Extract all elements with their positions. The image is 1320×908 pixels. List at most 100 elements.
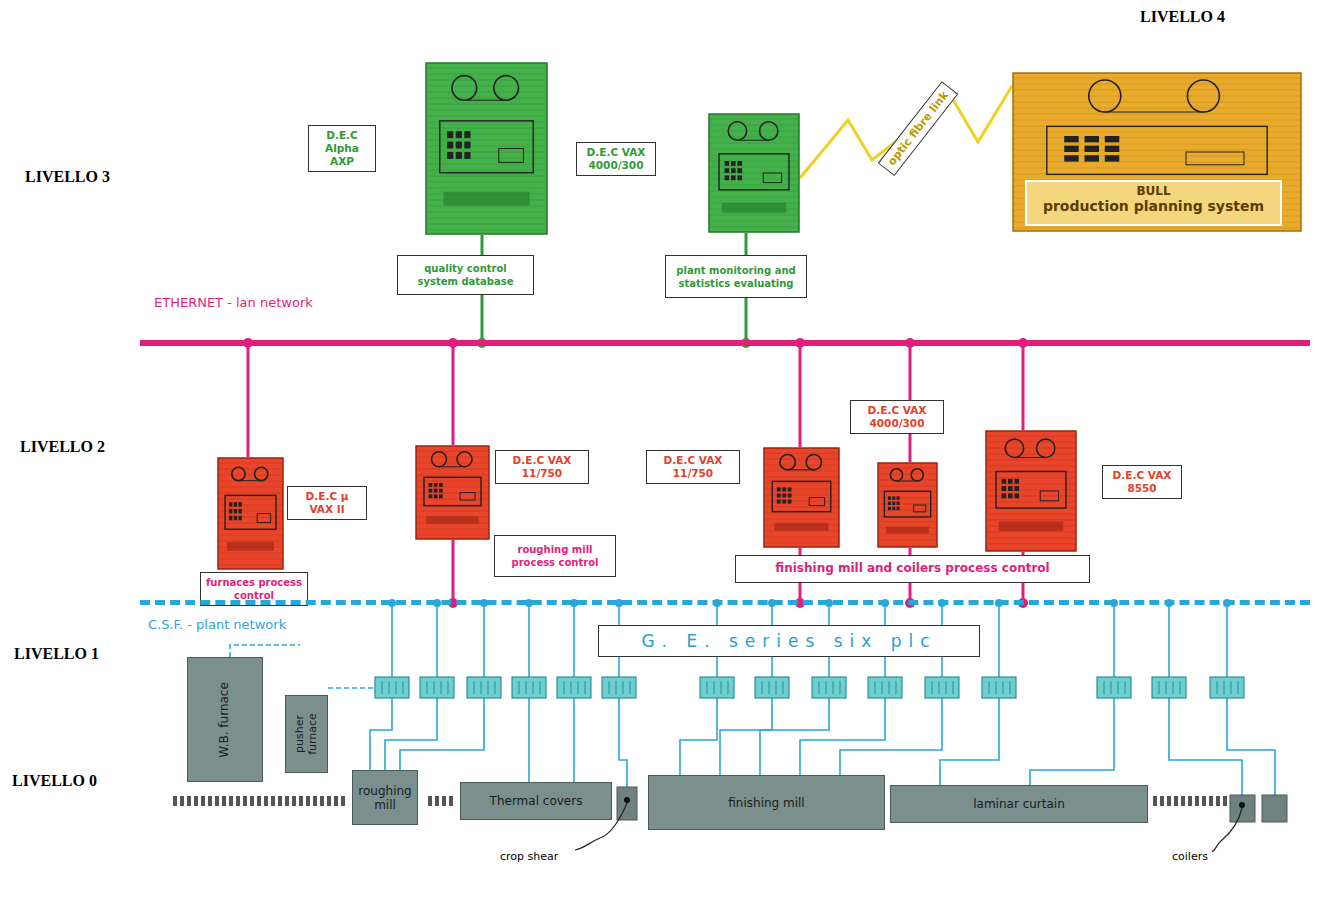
coiler-units bbox=[1212, 795, 1287, 852]
body-ribbing bbox=[219, 499, 282, 500]
computer-illustration bbox=[708, 113, 800, 233]
plc-slot bbox=[769, 681, 770, 694]
computer-node: D.E.C VAX 11/750 bbox=[415, 445, 490, 540]
computer-illustration bbox=[763, 447, 840, 548]
computer-node: D.E.C VAX 11/750 bbox=[763, 447, 840, 548]
panel-key bbox=[777, 500, 781, 504]
roller bbox=[229, 796, 233, 806]
roller bbox=[1167, 796, 1171, 806]
plc-slot bbox=[819, 681, 820, 694]
roller bbox=[341, 796, 345, 806]
computer-body bbox=[986, 431, 1076, 551]
body-ribbing bbox=[879, 480, 936, 481]
plc-wire bbox=[1168, 603, 1170, 677]
panel-key bbox=[1014, 486, 1019, 491]
panel-key bbox=[1008, 486, 1013, 491]
panel-key bbox=[737, 168, 742, 173]
link-label: optic fibre link bbox=[878, 81, 959, 176]
base-grille bbox=[722, 203, 786, 213]
plc-slot bbox=[989, 681, 990, 694]
drive-slot bbox=[1186, 152, 1244, 165]
base-grille bbox=[227, 542, 274, 551]
panel-key bbox=[788, 500, 792, 504]
body-ribbing bbox=[427, 122, 546, 123]
body-ribbing bbox=[1014, 114, 1300, 115]
panel-key bbox=[238, 502, 241, 507]
roller bbox=[215, 796, 219, 806]
body-ribbing bbox=[710, 179, 798, 180]
plc-box bbox=[557, 677, 591, 698]
tape-reel bbox=[457, 452, 472, 467]
roller bbox=[1160, 796, 1164, 806]
plc-slot bbox=[564, 681, 565, 694]
panel-key bbox=[1002, 486, 1007, 491]
panel-key bbox=[429, 494, 433, 498]
body-ribbing bbox=[427, 146, 546, 147]
base-grille bbox=[886, 527, 929, 534]
body-ribbing bbox=[987, 520, 1075, 521]
plc-slot bbox=[783, 681, 784, 694]
body-ribbing bbox=[417, 481, 488, 482]
level-label: LIVELLO 4 bbox=[1140, 8, 1225, 26]
body-ribbing bbox=[710, 197, 798, 198]
network-bus: C.S.F. - plant network bbox=[140, 600, 1310, 606]
panel-key bbox=[725, 175, 730, 180]
plc-slot bbox=[495, 681, 496, 694]
body-ribbing bbox=[427, 206, 546, 207]
body-ribbing bbox=[765, 519, 838, 520]
roller bbox=[299, 796, 303, 806]
body-ribbing bbox=[765, 453, 838, 454]
computer-model-tag: D.E.C VAX 11/750 bbox=[495, 450, 589, 484]
body-ribbing bbox=[427, 188, 546, 189]
drive-slot bbox=[914, 505, 926, 512]
body-ribbing bbox=[987, 502, 1075, 503]
plc-slot bbox=[889, 681, 890, 694]
body-ribbing bbox=[219, 487, 282, 488]
level-label: LIVELLO 3 bbox=[25, 168, 110, 186]
planning-computer: BULLproduction planning system bbox=[1012, 72, 1302, 232]
body-ribbing bbox=[710, 143, 798, 144]
plc-slot bbox=[939, 681, 940, 694]
plc-units bbox=[375, 599, 1244, 698]
roller bbox=[1153, 796, 1157, 806]
roller bbox=[442, 796, 446, 806]
plc-slot bbox=[946, 681, 947, 694]
panel-key bbox=[1064, 146, 1079, 152]
network-link bbox=[452, 346, 455, 445]
tape-reel bbox=[255, 467, 268, 480]
computer-illustration bbox=[415, 445, 490, 540]
plc-slot bbox=[1118, 681, 1119, 694]
roller bbox=[208, 796, 212, 806]
drive-slot bbox=[763, 173, 781, 183]
plant-equipment: pusher furnace bbox=[285, 695, 328, 773]
panel-key bbox=[447, 142, 453, 149]
computer-node: D.E.C µ VAX II bbox=[217, 457, 284, 570]
body-ribbing bbox=[765, 543, 838, 544]
body-ribbing bbox=[765, 483, 838, 484]
body-ribbing bbox=[1014, 144, 1300, 145]
body-ribbing bbox=[427, 158, 546, 159]
plc-slot bbox=[1217, 681, 1218, 694]
body-ribbing bbox=[710, 191, 798, 192]
tape-reel bbox=[452, 76, 477, 101]
computer-node: D.E.C VAX 4000/300 bbox=[877, 462, 938, 548]
roller bbox=[1174, 796, 1178, 806]
body-ribbing bbox=[427, 80, 546, 81]
network-link bbox=[247, 346, 250, 457]
plc-slot bbox=[1166, 681, 1167, 694]
body-ribbing bbox=[219, 535, 282, 536]
roller bbox=[243, 796, 247, 806]
body-ribbing bbox=[1014, 90, 1300, 91]
body-ribbing bbox=[987, 466, 1075, 467]
network-link bbox=[1022, 346, 1025, 430]
panel-key bbox=[238, 509, 241, 514]
body-ribbing bbox=[710, 215, 798, 216]
body-ribbing bbox=[427, 218, 546, 219]
plc-slot bbox=[1125, 681, 1126, 694]
body-ribbing bbox=[427, 140, 546, 141]
body-ribbing bbox=[765, 507, 838, 508]
roller bbox=[1188, 796, 1192, 806]
panel-key bbox=[229, 502, 232, 507]
base-grille bbox=[426, 516, 479, 524]
panel-key bbox=[782, 500, 786, 504]
